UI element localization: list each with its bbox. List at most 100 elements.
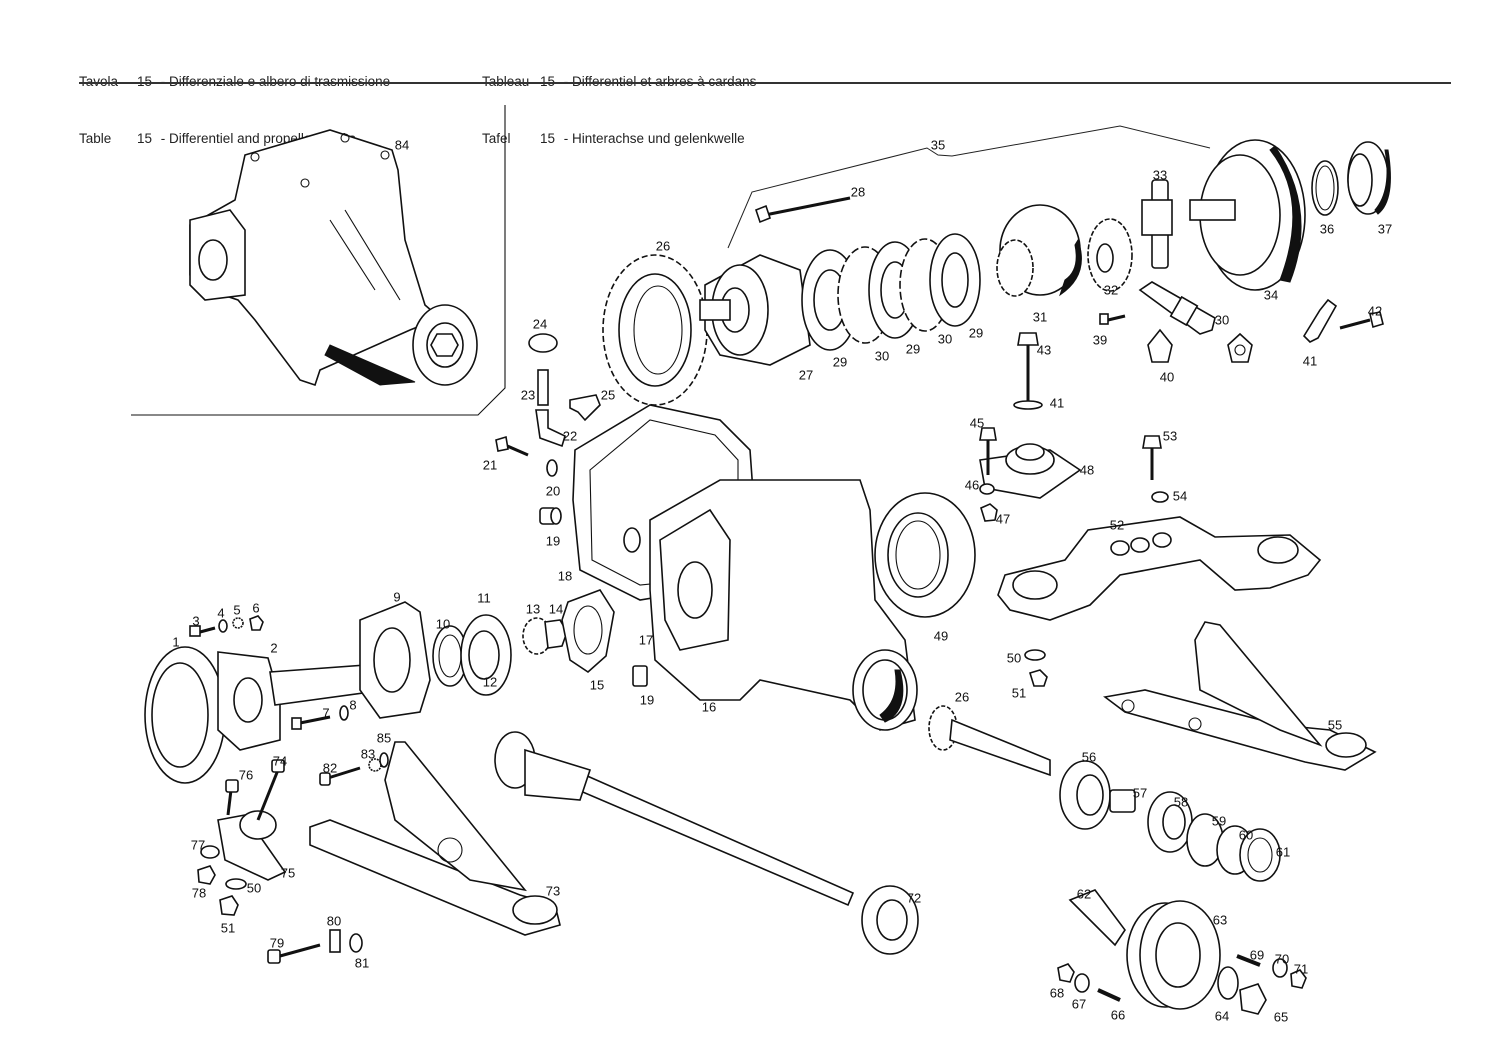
part-callout-22: 22 <box>563 428 577 443</box>
part-callout-34: 34 <box>1264 287 1278 302</box>
part-callout-65: 65 <box>1274 1009 1288 1024</box>
washer-8 <box>339 705 349 721</box>
part-callout-29: 29 <box>969 325 983 340</box>
lock-washer-5 <box>232 617 244 629</box>
breather-cap-24 <box>528 333 566 448</box>
part-callout-62: 62 <box>1077 886 1091 901</box>
part-callout-13: 13 <box>526 601 540 616</box>
part-callout-7: 7 <box>322 705 329 720</box>
header-table-number: 15 <box>540 72 560 91</box>
bolt-79 <box>267 943 321 964</box>
lock-washer-70 <box>1272 958 1288 978</box>
part-callout-26: 26 <box>955 689 969 704</box>
part-callout-25: 25 <box>601 387 615 402</box>
header-row-french: Tableau 15 - Differentiel et arbres à ca… <box>482 72 756 91</box>
part-callout-37: 37 <box>1378 221 1392 236</box>
stud-69 <box>1236 954 1261 967</box>
mount-48 <box>979 443 1082 499</box>
part-callout-57: 57 <box>1133 785 1147 800</box>
part-callout-72: 72 <box>907 890 921 905</box>
part-callout-19: 19 <box>640 692 654 707</box>
part-callout-26: 26 <box>656 238 670 253</box>
gasket-15 <box>561 589 615 674</box>
part-callout-36: 36 <box>1320 221 1334 236</box>
part-callout-63: 63 <box>1213 912 1227 927</box>
differential-pinion-40 <box>1147 328 1253 363</box>
part-callout-20: 20 <box>546 483 560 498</box>
part-callout-42: 42 <box>1368 303 1382 318</box>
stud-74 <box>256 759 285 821</box>
part-callout-49: 49 <box>934 628 948 643</box>
nut-51 <box>1028 669 1048 687</box>
bolt-76 <box>225 779 239 816</box>
part-callout-78: 78 <box>192 885 206 900</box>
part-callout-69: 69 <box>1250 947 1264 962</box>
bolt-3 <box>189 625 216 637</box>
stud-66 <box>1097 988 1121 1002</box>
bracket-25 <box>569 394 601 422</box>
part-callout-79: 79 <box>270 935 284 950</box>
part-callout-59: 59 <box>1212 813 1226 828</box>
part-callout-2: 2 <box>270 640 277 655</box>
part-callout-56: 56 <box>1082 749 1096 764</box>
header-separator: - <box>160 131 166 146</box>
washer-50 <box>1024 649 1046 661</box>
header-row-italian: Tavola 15 - Differenziale e albero di tr… <box>79 72 390 91</box>
part-callout-6: 6 <box>252 600 259 615</box>
header-table-number: 15 <box>540 131 556 146</box>
nut-68 <box>1057 963 1075 983</box>
part-callout-55: 55 <box>1328 717 1342 732</box>
header-title: Hinterachse und gelenkwelle <box>572 131 745 146</box>
part-callout-75: 75 <box>281 865 295 880</box>
washer-85 <box>379 752 389 768</box>
washer-4 <box>218 619 228 633</box>
bolt-43 <box>1013 332 1043 410</box>
washer-50-left <box>225 878 247 890</box>
part-callout-81: 81 <box>355 955 369 970</box>
part-callout-61: 61 <box>1276 844 1290 859</box>
part-callout-60: 60 <box>1239 827 1253 842</box>
header-separator: - <box>161 74 166 89</box>
nut-71 <box>1290 969 1307 989</box>
washer-81 <box>349 933 363 953</box>
part-callout-30: 30 <box>875 348 889 363</box>
inset-frame <box>131 105 506 416</box>
part-callout-30: 30 <box>1215 312 1229 327</box>
lock-washer-46 <box>979 483 995 495</box>
part-callout-67: 67 <box>1072 996 1086 1011</box>
part-callout-80: 80 <box>327 913 341 928</box>
part-callout-30: 30 <box>938 331 952 346</box>
bearing-housing-9 <box>359 601 431 719</box>
header-lang-label: Tafel <box>482 131 511 146</box>
part-callout-23: 23 <box>521 387 535 402</box>
header-title: Differentiel et arbres à cardans <box>572 72 756 91</box>
lock-plate-41 <box>1302 298 1338 343</box>
shim-36 <box>1311 160 1339 216</box>
part-callout-15: 15 <box>590 677 604 692</box>
header-separator: - <box>563 131 569 146</box>
part-callout-29: 29 <box>833 354 847 369</box>
part-callout-8: 8 <box>349 697 356 712</box>
part-callout-12: 12 <box>483 674 497 689</box>
nut-51-left <box>219 895 239 916</box>
part-callout-71: 71 <box>1294 961 1308 976</box>
axle-housing-16 <box>649 479 918 731</box>
washer-64 <box>1217 966 1239 1000</box>
drive-pinion-26 <box>928 705 1051 777</box>
header-lang-label: Tavola <box>79 72 137 91</box>
header-left-column: Tavola 15 - Differenziale e albero di tr… <box>79 34 390 186</box>
propeller-shaft-72 <box>494 731 919 955</box>
flange-plate-2 <box>217 651 281 751</box>
part-callout-27: 27 <box>799 367 813 382</box>
lock-washer-67 <box>1074 973 1090 993</box>
header-divider <box>79 82 1451 84</box>
part-callout-82: 82 <box>323 760 337 775</box>
bolt-82 <box>319 766 361 786</box>
part-callout-5: 5 <box>233 602 240 617</box>
part-callout-3: 3 <box>192 613 199 628</box>
clutch-discs <box>801 233 981 351</box>
part-callout-11: 11 <box>477 590 491 605</box>
part-callout-47: 47 <box>996 511 1010 526</box>
